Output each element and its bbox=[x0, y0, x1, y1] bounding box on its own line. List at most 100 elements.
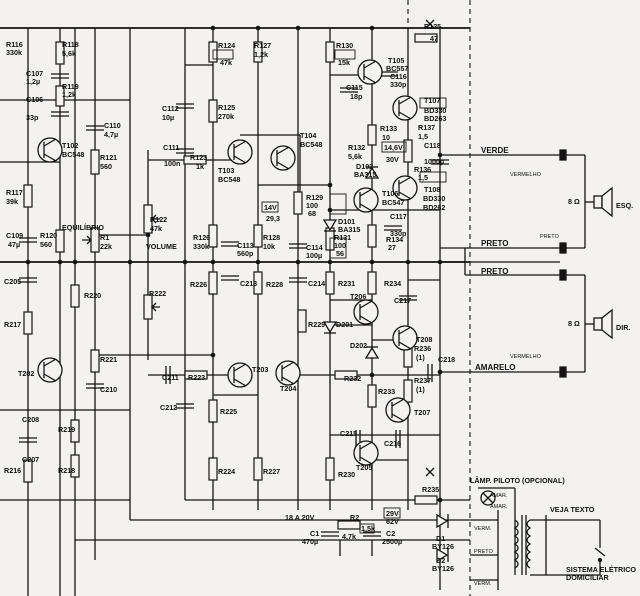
label-voltage-29: 29V bbox=[386, 509, 399, 518]
label-r236-value: (1) bbox=[416, 353, 425, 362]
label-d102-value: BA315 bbox=[354, 170, 376, 179]
label-c1: C1 bbox=[310, 529, 319, 538]
label-r130: R130 bbox=[336, 41, 353, 50]
label-preto-1: PRETO bbox=[481, 239, 508, 248]
label-t203: T203 bbox=[252, 365, 268, 374]
label-sistema-eletrico: SISTEMA ELÉTRICO bbox=[566, 565, 636, 574]
label-r118-value: 5,6k bbox=[62, 49, 76, 58]
label-c113-value: 560p bbox=[237, 249, 254, 258]
mains-switch bbox=[594, 547, 606, 563]
label-r129-value2: 68 bbox=[308, 209, 316, 218]
label-c118-value: 1000µ bbox=[424, 157, 444, 166]
label-r137: R137 bbox=[418, 123, 435, 132]
label-c110: C110 bbox=[104, 121, 121, 130]
voltage-boxes bbox=[212, 49, 447, 534]
label-c216: C216 bbox=[384, 439, 401, 448]
label-r127: R127 bbox=[254, 41, 271, 50]
label-t204: T204 bbox=[280, 384, 296, 393]
label-d1: D1 bbox=[436, 534, 445, 543]
label-c2: C2 bbox=[386, 529, 395, 538]
label-t103: T103 bbox=[218, 166, 234, 175]
label-c115-value: 18p bbox=[350, 92, 363, 101]
label-c208: C208 bbox=[22, 415, 39, 424]
label-r132-value: 5,6k bbox=[348, 152, 362, 161]
label-r234: R234 bbox=[384, 279, 401, 288]
label-t105: T105 bbox=[388, 56, 404, 65]
label-esq: ESQ. bbox=[616, 201, 633, 210]
label-t208: T208 bbox=[416, 335, 432, 344]
label-r131-value: 100 bbox=[334, 241, 346, 250]
label-d101-value: BA315 bbox=[338, 225, 360, 234]
label-verm-1: VERM. bbox=[474, 526, 492, 532]
label-voltage-14-6: 14,6V bbox=[384, 143, 403, 152]
label-amar-2: AMAR. bbox=[490, 504, 508, 510]
label-c112-value: 10µ bbox=[162, 113, 174, 122]
label-r122: R122 bbox=[150, 215, 167, 224]
label-c116: C116 bbox=[390, 72, 407, 81]
capacitors bbox=[19, 71, 449, 537]
label-voltage-18-20: 18 A 20V bbox=[285, 513, 315, 522]
label-r116-value: 330k bbox=[6, 48, 22, 57]
label-c111-value: 100n bbox=[164, 159, 180, 168]
label-r220: R220 bbox=[84, 291, 101, 300]
label-c107: C107 bbox=[26, 69, 43, 78]
label-r118: R118 bbox=[62, 40, 79, 49]
label-veja-texto: VEJA TEXTO bbox=[550, 505, 595, 514]
component-labels: R116 330k R118 5,6k C107 1,2µ R119 1,2k … bbox=[4, 22, 636, 587]
label-8ohm-dir: 8 Ω bbox=[568, 319, 580, 328]
label-r135: R135 bbox=[424, 22, 441, 31]
label-t205: T205 bbox=[356, 463, 372, 472]
label-r230: R230 bbox=[338, 470, 355, 479]
label-d2: D2 bbox=[436, 556, 445, 565]
label-c112: C112 bbox=[162, 104, 179, 113]
label-r235: R235 bbox=[422, 485, 439, 494]
label-r236: R236 bbox=[414, 344, 431, 353]
label-amarelo: AMARELO bbox=[475, 363, 515, 372]
label-t108-value1: BD330 bbox=[423, 194, 445, 203]
label-d101: D101 bbox=[338, 217, 355, 226]
label-vermelho-dir: VERMELHO bbox=[510, 354, 542, 360]
label-r231: R231 bbox=[338, 279, 355, 288]
label-t102: T102 bbox=[62, 141, 78, 150]
label-r229: R229 bbox=[308, 320, 325, 329]
label-r129: R129 bbox=[306, 193, 323, 202]
label-r126: R126 bbox=[193, 233, 210, 242]
label-r232: R232 bbox=[344, 374, 361, 383]
label-d201: D201 bbox=[336, 320, 353, 329]
label-r124-value: 47k bbox=[220, 58, 232, 67]
label-r237: R237 bbox=[414, 376, 431, 385]
label-r133: R133 bbox=[380, 124, 397, 133]
label-voltage-14: 14V bbox=[264, 203, 277, 212]
pilot-lamp bbox=[480, 490, 496, 506]
label-r225: R225 bbox=[220, 407, 237, 416]
label-r216: R216 bbox=[4, 466, 21, 475]
label-r129-value: 100 bbox=[306, 201, 318, 210]
label-r121-value: 560 bbox=[100, 162, 112, 171]
label-r133-value: 10 bbox=[382, 133, 390, 142]
potentiometers bbox=[82, 204, 160, 320]
label-d102: D102 bbox=[356, 162, 373, 171]
label-voltage-29-3: 29,3 bbox=[266, 214, 280, 223]
label-t108: T108 bbox=[424, 185, 440, 194]
label-r2-value: 4,7k bbox=[342, 532, 356, 541]
label-lamp-piloto: LÂMP. PILOTO (OPCIONAL) bbox=[470, 476, 565, 485]
label-c1-value: 470µ bbox=[302, 537, 318, 546]
label-r2-box: 1,5k bbox=[361, 524, 375, 533]
label-volume: VOLUME bbox=[146, 242, 177, 251]
label-c213: C213 bbox=[240, 279, 257, 288]
label-r128-value: 10k bbox=[263, 242, 275, 251]
label-c109-value: 47µ bbox=[8, 240, 20, 249]
label-amar-1: AMAR. bbox=[490, 493, 508, 499]
label-r126-value: 330k bbox=[193, 242, 209, 251]
label-voltage-30: 30V bbox=[386, 155, 399, 164]
label-d202: D202 bbox=[350, 341, 367, 350]
label-preto-4: PRETO bbox=[474, 549, 494, 555]
label-r134-value: 27 bbox=[388, 243, 396, 252]
label-r130-value: 15k bbox=[338, 58, 350, 67]
label-domiciliar: DOMICILIAR bbox=[566, 573, 610, 582]
label-c116-value: 330p bbox=[390, 80, 407, 89]
label-r131: R131 bbox=[334, 233, 351, 242]
label-c111: C111 bbox=[163, 143, 179, 152]
label-r233: R233 bbox=[378, 387, 395, 396]
label-r131-value2: 56 bbox=[336, 249, 344, 258]
